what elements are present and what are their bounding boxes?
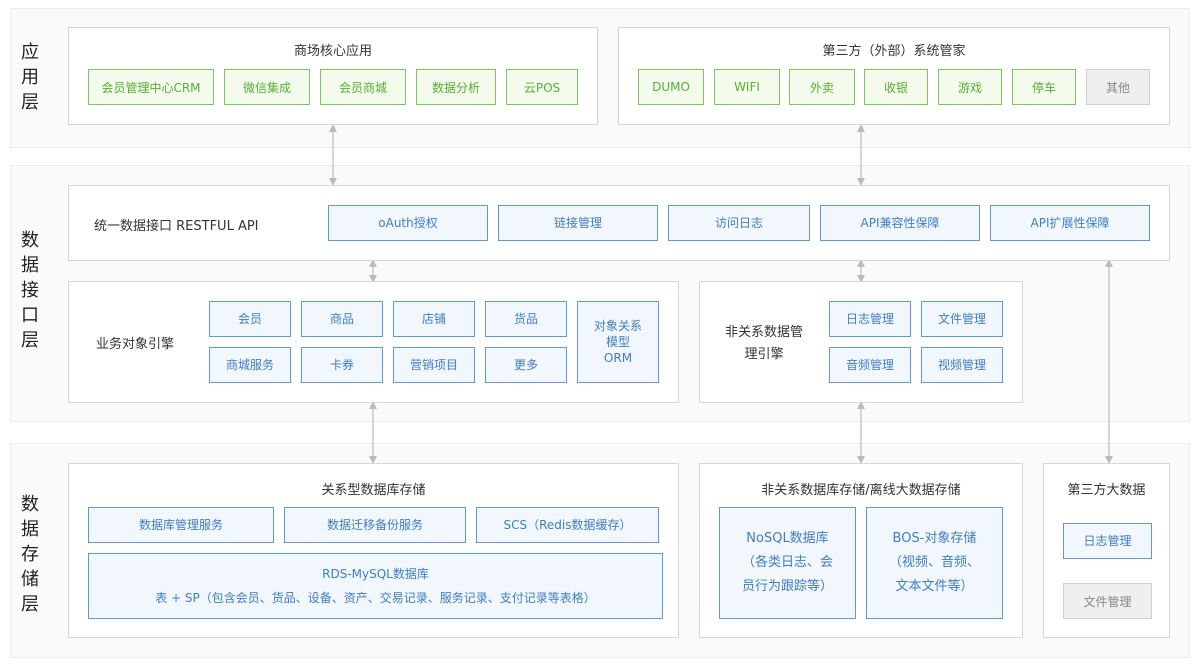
third-party-title: 第三方（外部）系统管家	[822, 44, 966, 59]
biz-orm[interactable]: 对象关系 模型 ORM	[577, 301, 659, 383]
rds-mysql-title: RDS-MySQL数据库	[322, 567, 429, 581]
db-management-service[interactable]: 数据库管理服务	[88, 507, 274, 543]
api-oauth[interactable]: oAuth授权	[328, 205, 488, 241]
rds-mysql-description: 表 + SP（包含会员、货品、设备、资产、交易记录、服务记录、支付记录等表格）	[155, 591, 596, 605]
third-wifi[interactable]: WIFI	[714, 69, 780, 105]
application-layer-label: 应用层	[21, 42, 39, 113]
bigdata-file-management[interactable]: 文件管理	[1063, 583, 1152, 619]
biz-marketing[interactable]: 营销项目	[393, 347, 475, 383]
scs-redis-cache[interactable]: SCS（Redis数据缓存）	[476, 507, 659, 543]
nonrel-storage-title: 非关系数据库存储/离线大数据存储	[761, 483, 961, 498]
app-cloud-pos[interactable]: 云POS	[506, 69, 578, 105]
data-storage-layer-label: 数据存储层	[21, 494, 39, 615]
third-other[interactable]: 其他	[1086, 69, 1150, 105]
api-access-log[interactable]: 访问日志	[668, 205, 810, 241]
nonrel-file-mgmt[interactable]: 文件管理	[921, 301, 1003, 337]
nosql-database[interactable]: NoSQL数据库 （各类日志、会 员行为跟踪等）	[719, 507, 856, 619]
biz-more[interactable]: 更多	[485, 347, 567, 383]
nonrel-log-mgmt[interactable]: 日志管理	[829, 301, 911, 337]
third-takeout[interactable]: 外卖	[789, 69, 855, 105]
rds-mysql-box[interactable]: RDS-MySQL数据库 表 + SP（包含会员、货品、设备、资产、交易记录、服…	[88, 553, 663, 619]
biz-product[interactable]: 商品	[301, 301, 383, 337]
bigdata-log-management[interactable]: 日志管理	[1063, 523, 1152, 559]
biz-mall-service[interactable]: 商城服务	[209, 347, 291, 383]
third-party-bigdata-title: 第三方大数据	[1067, 483, 1146, 498]
third-dumo[interactable]: DUMO	[638, 69, 704, 105]
nonrel-audio-mgmt[interactable]: 音频管理	[829, 347, 911, 383]
data-interface-layer-label: 数据接口层	[21, 230, 39, 351]
unified-api-label: 统一数据接口 RESTFUL API	[94, 219, 259, 234]
app-wechat[interactable]: 微信集成	[224, 69, 310, 105]
app-data-analysis[interactable]: 数据分析	[416, 69, 496, 105]
app-member-mall[interactable]: 会员商城	[320, 69, 406, 105]
app-crm[interactable]: 会员管理中心CRM	[88, 69, 214, 105]
nonrel-video-mgmt[interactable]: 视频管理	[921, 347, 1003, 383]
business-engine-label: 业务对象引擎	[96, 337, 175, 352]
db-migration-backup-service[interactable]: 数据迁移备份服务	[284, 507, 466, 543]
biz-member[interactable]: 会员	[209, 301, 291, 337]
unified-api-panel	[68, 185, 1170, 261]
biz-coupon[interactable]: 卡券	[301, 347, 383, 383]
relational-storage-title: 关系型数据库存储	[321, 483, 426, 498]
biz-goods[interactable]: 货品	[485, 301, 567, 337]
third-cashier[interactable]: 收银	[864, 69, 928, 105]
api-extensibility[interactable]: API扩展性保障	[990, 205, 1150, 241]
api-link-management[interactable]: 链接管理	[498, 205, 658, 241]
biz-store[interactable]: 店铺	[393, 301, 475, 337]
bos-object-storage[interactable]: BOS-对象存储 （视频、音频、 文本文件等）	[866, 507, 1003, 619]
nonrel-engine-label: 非关系数据管 理引擎	[724, 325, 803, 362]
core-apps-title: 商场核心应用	[293, 44, 372, 59]
third-parking[interactable]: 停车	[1012, 69, 1076, 105]
api-compatibility[interactable]: API兼容性保障	[820, 205, 980, 241]
third-games[interactable]: 游戏	[938, 69, 1002, 105]
